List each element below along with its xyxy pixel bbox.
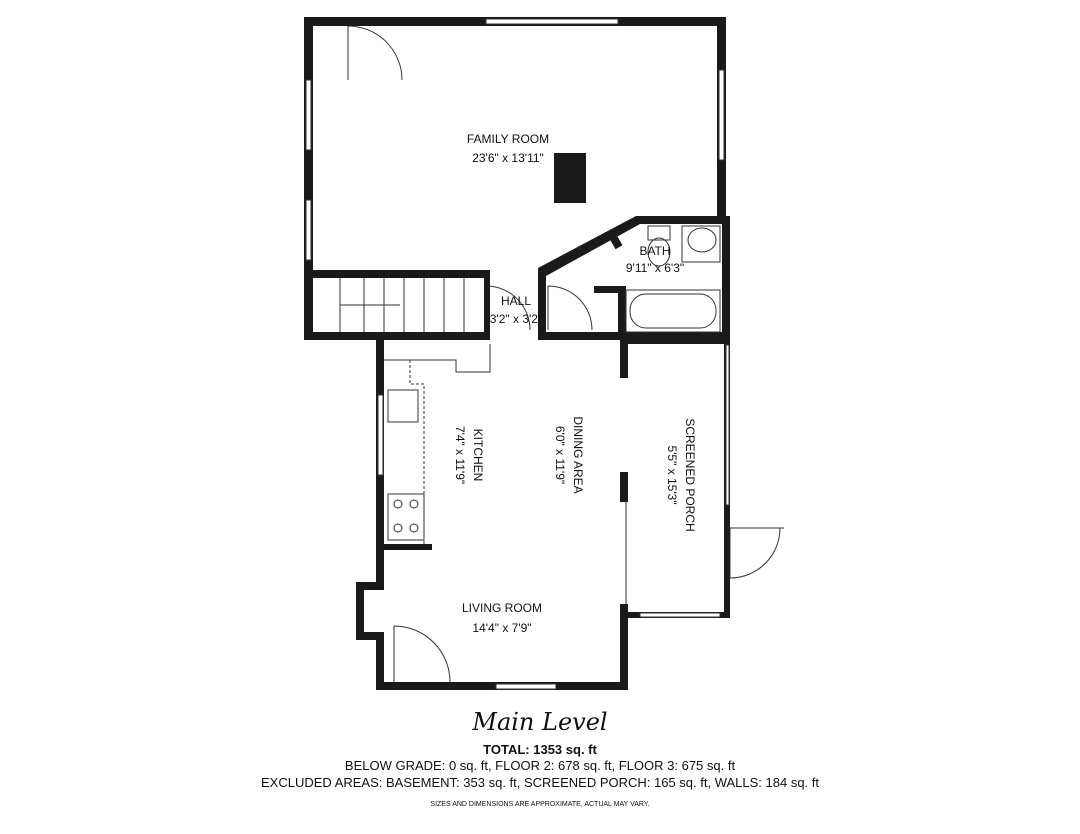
room-name: LIVING ROOM — [462, 601, 542, 615]
room-name: KITCHEN — [471, 429, 485, 482]
level-title: Main Level — [472, 708, 608, 736]
room-dims: 3'2" x 3'2" — [490, 312, 542, 326]
room-dims: 14'4" x 7'9" — [472, 621, 531, 635]
room-dims: 23'6" x 13'11" — [472, 151, 544, 165]
room-dims: 7'4" x 11'9" — [453, 426, 467, 484]
disclaimer: SIZES AND DIMENSIONS ARE APPROXIMATE, AC… — [430, 801, 650, 808]
fireplace — [554, 153, 586, 203]
room-dims: 9'11" x 6'3" — [626, 261, 684, 275]
total-area: TOTAL: 1353 sq. ft — [483, 742, 597, 757]
room-name: SCREENED PORCH — [683, 418, 697, 531]
fixtures — [305, 18, 784, 690]
room-labels: FAMILY ROOM 23'6" x 13'11" BATH 9'11" x … — [453, 132, 697, 635]
room-dims: 5'5" x 15'3" — [665, 445, 679, 504]
room-name: DINING AREA — [571, 416, 585, 493]
room-name: BATH — [639, 244, 670, 258]
room-name: FAMILY ROOM — [467, 132, 549, 146]
floor-areas: BELOW GRADE: 0 sq. ft, FLOOR 2: 678 sq. … — [344, 758, 736, 773]
room-dims: 6'0" x 11'9" — [553, 426, 567, 484]
walls — [304, 17, 730, 690]
room-name: HALL — [501, 294, 531, 308]
excluded-areas: EXCLUDED AREAS: BASEMENT: 353 sq. ft, SC… — [261, 775, 819, 790]
